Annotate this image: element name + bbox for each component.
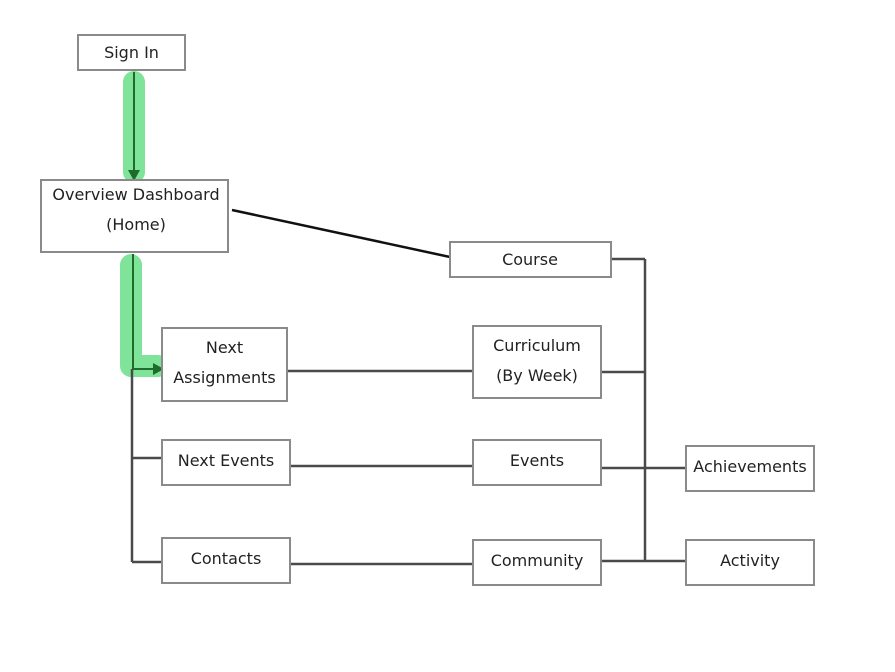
node-curriculum: Curriculum (By Week)	[472, 325, 602, 399]
node-label-secondary: Assignments	[173, 368, 276, 387]
node-label: Course	[502, 250, 558, 269]
node-next-assignments: Next Assignments	[161, 327, 288, 402]
node-label: Curriculum	[493, 336, 581, 355]
arrow-head-right	[153, 363, 164, 375]
node-overview-dashboard: Overview Dashboard (Home)	[40, 179, 229, 253]
node-events: Events	[472, 439, 602, 486]
node-label-secondary: (Home)	[106, 215, 166, 234]
node-label-secondary: (By Week)	[496, 366, 578, 385]
node-label: Sign In	[104, 43, 159, 62]
node-contacts: Contacts	[161, 537, 291, 584]
node-next-events: Next Events	[161, 439, 291, 486]
connector-overview-to-course	[231, 208, 451, 259]
node-label: Community	[491, 551, 584, 570]
node-label: Contacts	[191, 549, 262, 568]
node-course: Course	[449, 241, 612, 278]
highlight-overview-to-assignments	[120, 254, 169, 377]
node-activity: Activity	[685, 539, 815, 586]
node-label: Events	[510, 451, 564, 470]
arrow-head-down	[128, 170, 140, 181]
node-label: Next	[206, 338, 243, 357]
node-label: Activity	[720, 551, 780, 570]
node-label: Next Events	[178, 451, 275, 470]
node-community: Community	[472, 539, 602, 586]
node-label: Overview Dashboard	[52, 185, 219, 204]
node-sign-in: Sign In	[77, 34, 186, 71]
node-label: Achievements	[693, 457, 806, 476]
node-achievements: Achievements	[685, 445, 815, 492]
